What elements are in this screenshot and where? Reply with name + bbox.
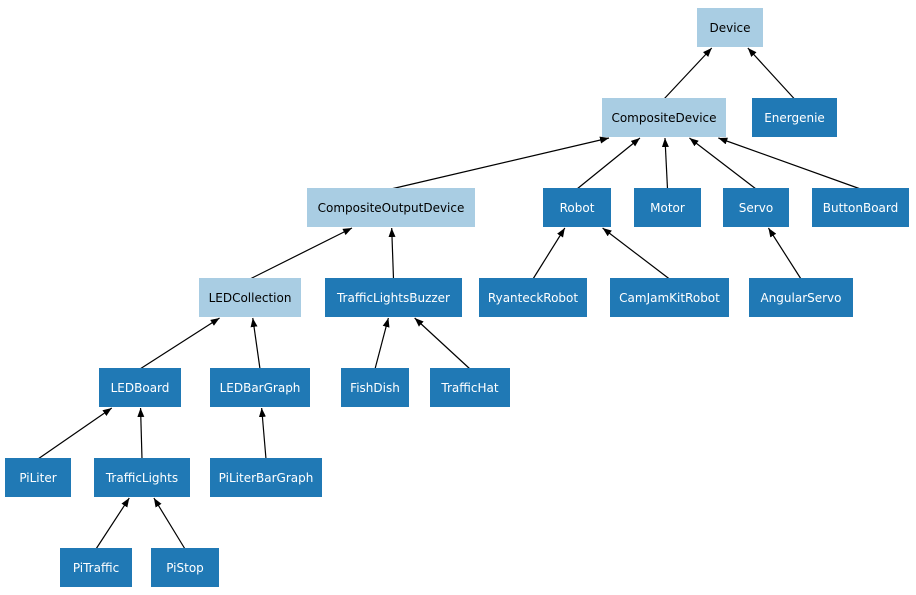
class-node-led-bar-graph: LEDBarGraph (210, 368, 310, 407)
class-node-angular-servo: AngularServo (749, 278, 853, 317)
class-node-fish-dish: FishDish (341, 368, 409, 407)
class-node-device: Device (697, 8, 763, 47)
class-node-robot: Robot (543, 188, 611, 227)
class-node-pi-liter: PiLiter (5, 458, 71, 497)
class-node-led-collection: LEDCollection (199, 278, 301, 317)
class-node-composite-output-device: CompositeOutputDevice (307, 188, 475, 227)
class-node-traffic-hat: TrafficHat (430, 368, 510, 407)
class-node-servo: Servo (723, 188, 789, 227)
class-node-traffic-lights-buzzer: TrafficLightsBuzzer (325, 278, 462, 317)
class-node-pi-traffic: PiTraffic (60, 548, 132, 587)
class-node-traffic-lights: TrafficLights (94, 458, 190, 497)
class-node-motor: Motor (634, 188, 701, 227)
class-node-composite-device: CompositeDevice (602, 98, 726, 137)
class-node-energenie: Energenie (752, 98, 837, 137)
class-node-pi-liter-bar-graph: PiLiterBarGraph (210, 458, 322, 497)
class-node-button-board: ButtonBoard (812, 188, 909, 227)
class-node-pi-stop: PiStop (151, 548, 219, 587)
class-node-ryanteck-robot: RyanteckRobot (479, 278, 587, 317)
class-node-led-board: LEDBoard (99, 368, 181, 407)
class-node-camjam-kit-robot: CamJamKitRobot (610, 278, 729, 317)
